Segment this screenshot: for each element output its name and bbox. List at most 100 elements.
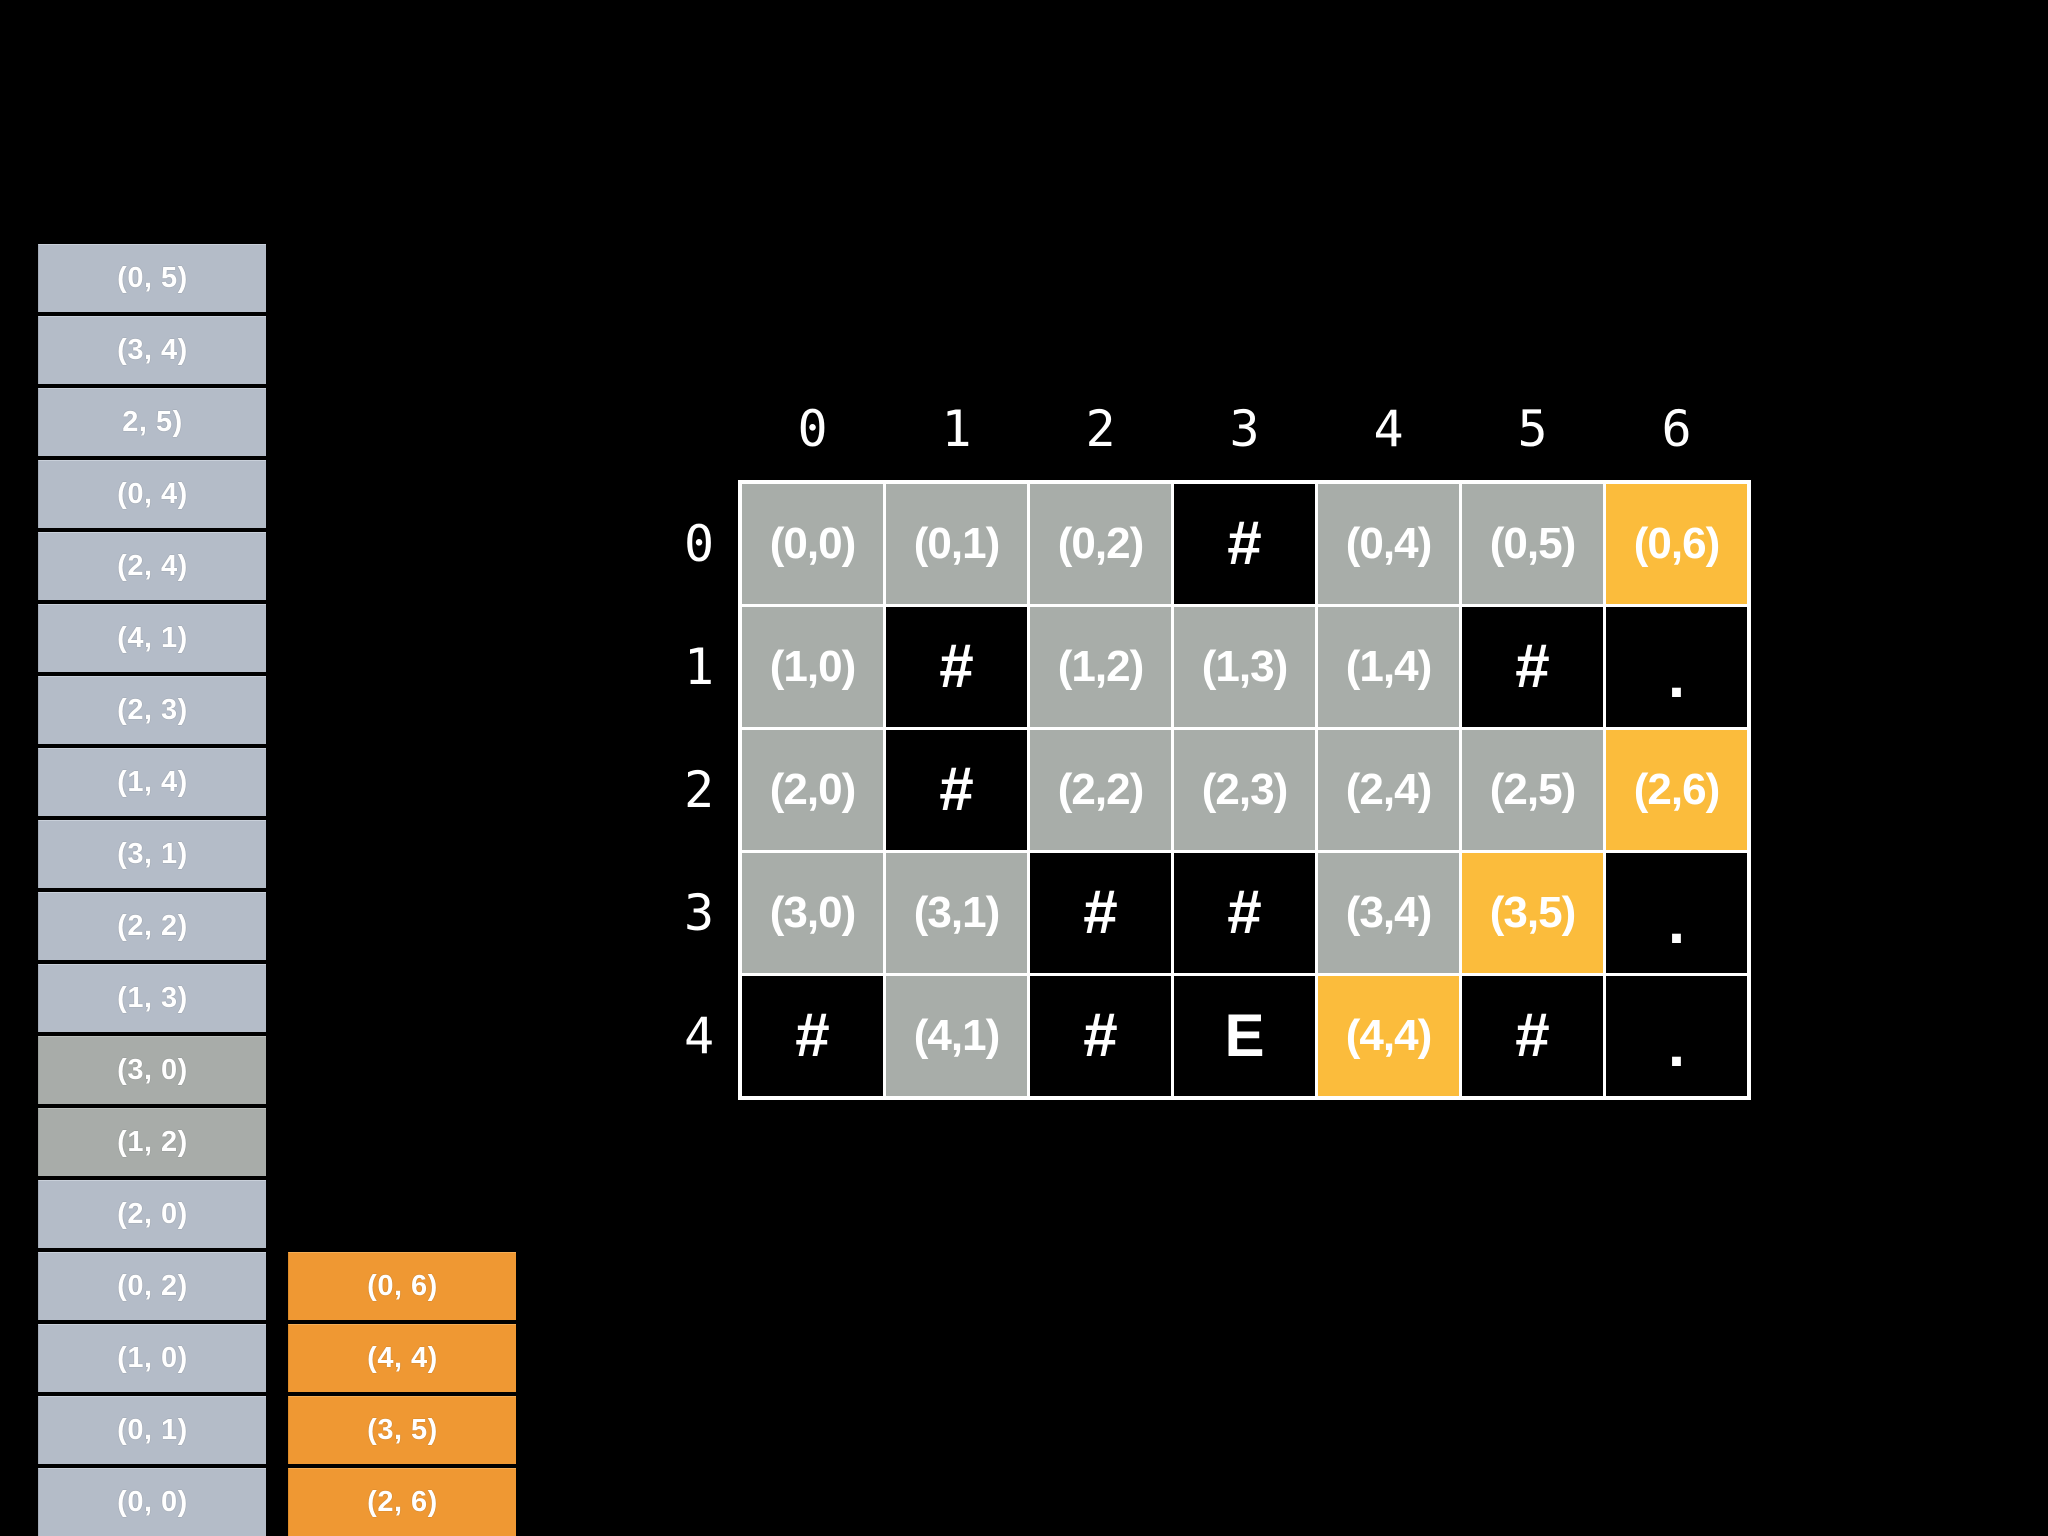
grid-cell-0-5[interactable]: (0,5) — [1462, 484, 1603, 604]
stack-item[interactable]: (4, 4) — [288, 1324, 516, 1392]
grid-cell-label: # — [1515, 1001, 1550, 1070]
grid-cell-label: (3,5) — [1489, 888, 1576, 937]
stack-item[interactable]: (2, 6) — [288, 1468, 516, 1536]
grid-cell-4-6[interactable]: . — [1606, 976, 1747, 1096]
stack-item[interactable]: (1, 4) — [38, 748, 266, 816]
stack-item[interactable]: (3, 4) — [38, 316, 266, 384]
stack-item[interactable]: (0, 2) — [38, 1252, 266, 1320]
grid-cell-label: (0,1) — [913, 519, 1000, 568]
grid-cell-3-3[interactable]: # — [1174, 853, 1315, 973]
grid-cell-0-6[interactable]: (0,6) — [1606, 484, 1747, 604]
grid-cell-2-0[interactable]: (2,0) — [742, 730, 883, 850]
grid-cell-1-4[interactable]: (1,4) — [1318, 607, 1459, 727]
grid-cell-4-0[interactable]: # — [742, 976, 883, 1096]
stack-item[interactable]: 2, 5) — [38, 388, 266, 456]
grid-cell-4-3[interactable]: E — [1174, 976, 1315, 1096]
grid-cell-1-6[interactable]: . — [1606, 607, 1747, 727]
grid-cell-label: (2,3) — [1201, 765, 1288, 814]
stack-item[interactable]: (0, 4) — [38, 460, 266, 528]
grid-row-header-3: 3 — [660, 853, 738, 973]
stack-item[interactable]: (0, 1) — [38, 1396, 266, 1464]
stack-item[interactable]: (3, 5) — [288, 1396, 516, 1464]
grid-cell-label: . — [1667, 642, 1686, 711]
stack-item[interactable]: (0, 5) — [38, 244, 266, 312]
grid-cell-label: (2,0) — [769, 765, 856, 814]
grid-cell-label: # — [939, 755, 974, 824]
grid-cell-4-2[interactable]: # — [1030, 976, 1171, 1096]
grid-cell-4-1[interactable]: (4,1) — [886, 976, 1027, 1096]
grid-cell-1-1[interactable]: # — [886, 607, 1027, 727]
stack-item[interactable]: (0, 6) — [288, 1252, 516, 1320]
grid-cell-label: (0,4) — [1345, 519, 1432, 568]
grid-cell-0-1[interactable]: (0,1) — [886, 484, 1027, 604]
stacks-area: (0, 5)(3, 4)2, 5)(0, 4)(2, 4)(4, 1)(2, 3… — [0, 0, 640, 1536]
stack-item[interactable]: (1, 0) — [38, 1324, 266, 1392]
grid-cell-1-0[interactable]: (1,0) — [742, 607, 883, 727]
grid-col-header-0: 0 — [742, 400, 883, 480]
grid-cell-2-6[interactable]: (2,6) — [1606, 730, 1747, 850]
grid-col-header-1: 1 — [886, 400, 1027, 480]
grid-cell-label: (4,4) — [1345, 1011, 1432, 1060]
grid-cell-2-3[interactable]: (2,3) — [1174, 730, 1315, 850]
stack-item[interactable]: (2, 4) — [38, 532, 266, 600]
grid-cell-label: (2,5) — [1489, 765, 1576, 814]
grid-cell-0-3[interactable]: # — [1174, 484, 1315, 604]
stack-item[interactable]: (4, 1) — [38, 604, 266, 672]
grid-row-header-4: 4 — [660, 976, 738, 1096]
grid-cell-label: # — [1083, 878, 1118, 947]
stack-item[interactable]: (3, 1) — [38, 820, 266, 888]
grid-cell-label: (1,4) — [1345, 642, 1432, 691]
grid-col-header-3: 3 — [1174, 400, 1315, 480]
stack-item[interactable]: (1, 3) — [38, 964, 266, 1032]
grid-cell-3-6[interactable]: . — [1606, 853, 1747, 973]
grid-cell-2-2[interactable]: (2,2) — [1030, 730, 1171, 850]
grid-cell-label: (3,4) — [1345, 888, 1432, 937]
grid-cell-0-4[interactable]: (0,4) — [1318, 484, 1459, 604]
stack-item[interactable]: (3, 0) — [38, 1036, 266, 1104]
grid-cell-3-5[interactable]: (3,5) — [1462, 853, 1603, 973]
grid-col-header-4: 4 — [1318, 400, 1459, 480]
grid-cell-label: # — [939, 632, 974, 701]
grid-cell-3-2[interactable]: # — [1030, 853, 1171, 973]
stack-item[interactable]: (2, 0) — [38, 1180, 266, 1248]
grid-cell-3-1[interactable]: (3,1) — [886, 853, 1027, 973]
grid-cell-2-5[interactable]: (2,5) — [1462, 730, 1603, 850]
grid-cell-3-4[interactable]: (3,4) — [1318, 853, 1459, 973]
grid-cell-4-4[interactable]: (4,4) — [1318, 976, 1459, 1096]
grid-col-header-2: 2 — [1030, 400, 1171, 480]
grid-corner — [660, 400, 738, 480]
visited-stack: (0, 5)(3, 4)2, 5)(0, 4)(2, 4)(4, 1)(2, 3… — [38, 244, 266, 1536]
grid-cell-4-5[interactable]: # — [1462, 976, 1603, 1096]
stack-item[interactable]: (2, 2) — [38, 892, 266, 960]
grid-cell-2-1[interactable]: # — [886, 730, 1027, 850]
grid-cell-2-4[interactable]: (2,4) — [1318, 730, 1459, 850]
grid-col-header-5: 5 — [1462, 400, 1603, 480]
grid-cell-label: (0,5) — [1489, 519, 1576, 568]
grid-cell-0-2[interactable]: (0,2) — [1030, 484, 1171, 604]
grid-cell-label: (1,3) — [1201, 642, 1288, 691]
grid-cell-label: . — [1667, 1011, 1686, 1080]
grid-cell-label: (1,2) — [1057, 642, 1144, 691]
grid-cell-1-5[interactable]: # — [1462, 607, 1603, 727]
stack-item[interactable]: (1, 2) — [38, 1108, 266, 1176]
grid-cell-label: (2,4) — [1345, 765, 1432, 814]
grid-cell-label: # — [795, 1001, 830, 1070]
grid-cell-3-0[interactable]: (3,0) — [742, 853, 883, 973]
grid-row-header-1: 1 — [660, 607, 738, 727]
grid-cell-0-0[interactable]: (0,0) — [742, 484, 883, 604]
stack-item[interactable]: (0, 0) — [38, 1468, 266, 1536]
grid-cells-container: (0,0)(0,1)(0,2)#(0,4)(0,5)(0,6)(1,0)#(1,… — [738, 480, 1751, 1100]
grid-cell-1-2[interactable]: (1,2) — [1030, 607, 1171, 727]
grid-cell-label: # — [1515, 632, 1550, 701]
grid-cell-1-3[interactable]: (1,3) — [1174, 607, 1315, 727]
grid-cell-label: (0,6) — [1633, 519, 1720, 568]
grid-cell-label: # — [1083, 1001, 1118, 1070]
grid-row-header-0: 0 — [660, 484, 738, 604]
stack-item[interactable]: (2, 3) — [38, 676, 266, 744]
grid-cell-label: (1,0) — [769, 642, 856, 691]
